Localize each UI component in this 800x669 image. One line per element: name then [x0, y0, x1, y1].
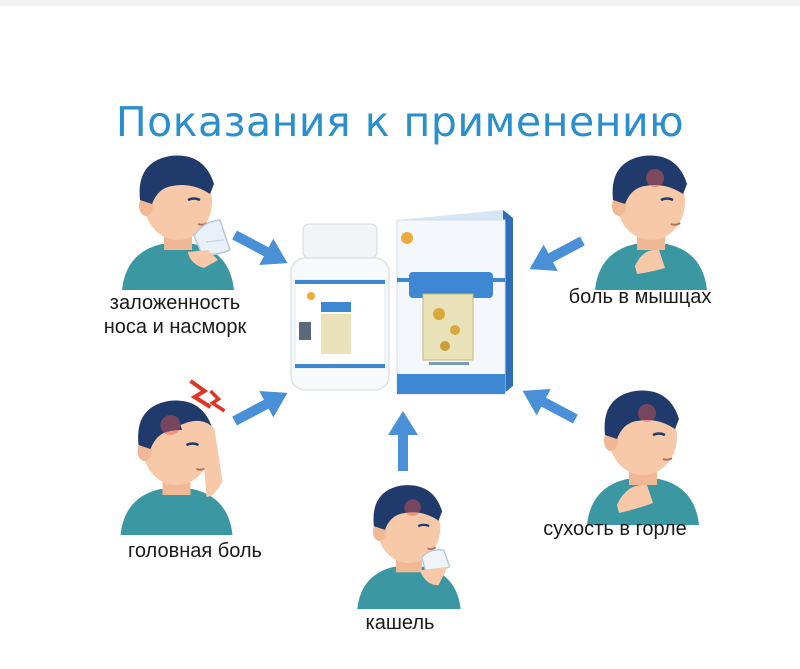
label-cough: кашель: [365, 612, 435, 634]
headache-illustration: [108, 379, 243, 535]
top-border: [0, 0, 800, 6]
label-headache: головная боль: [128, 540, 262, 562]
arrow-icon: [522, 227, 591, 283]
arrow-icon: [388, 410, 418, 472]
page-title: Показания к применению: [115, 98, 685, 146]
muscle-pain-illustration: [585, 140, 715, 290]
product-illustration: [290, 210, 513, 395]
label-dry-throat: сухость в горле: [543, 518, 687, 540]
label-muscle-pain: боль в мышцах: [568, 286, 712, 308]
label-nasal-congestion: заложенность носа и насморк: [80, 291, 270, 339]
product-box: [396, 210, 513, 395]
cough-illustration: [348, 470, 468, 610]
label-nasal-line1: заложенность: [109, 292, 241, 314]
pain-zigzag-icon: [189, 379, 226, 413]
nasal-congestion-illustration: [112, 140, 242, 290]
dry-throat-illustration: [572, 375, 712, 525]
product-bottle: [290, 223, 390, 391]
label-nasal-line2: носа и насморк: [103, 316, 247, 338]
